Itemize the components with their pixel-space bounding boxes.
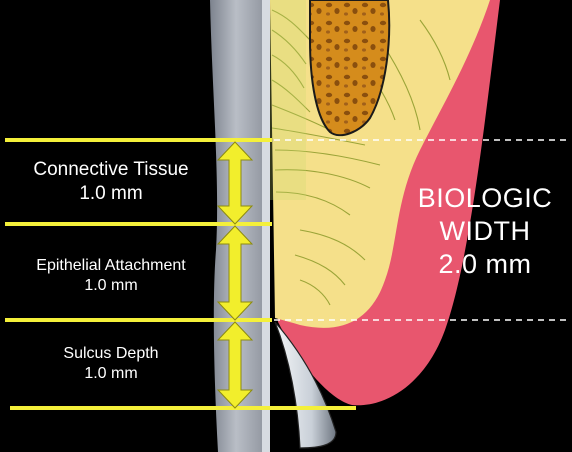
biologic-width-measure: 2.0 mm [405,248,565,281]
connective-tissue-measure: 1.0 mm [0,182,222,206]
connective-tissue-label: Connective Tissue 1.0 mm [0,158,222,206]
epithelial-attachment-name: Epithelial Attachment [0,256,222,276]
biologic-width-line2: WIDTH [405,215,565,248]
epithelial-attachment-measure: 1.0 mm [0,276,222,296]
sulcus-depth-measure: 1.0 mm [0,364,222,384]
fiber-band [270,0,306,200]
connective-tissue-name: Connective Tissue [0,158,222,182]
sulcus-depth-label: Sulcus Depth 1.0 mm [0,344,222,384]
epithelial-attachment-label: Epithelial Attachment 1.0 mm [0,256,222,296]
biologic-width-label: BIOLOGIC WIDTH 2.0 mm [405,182,565,281]
biologic-width-line1: BIOLOGIC [405,182,565,215]
sulcus-depth-name: Sulcus Depth [0,344,222,364]
